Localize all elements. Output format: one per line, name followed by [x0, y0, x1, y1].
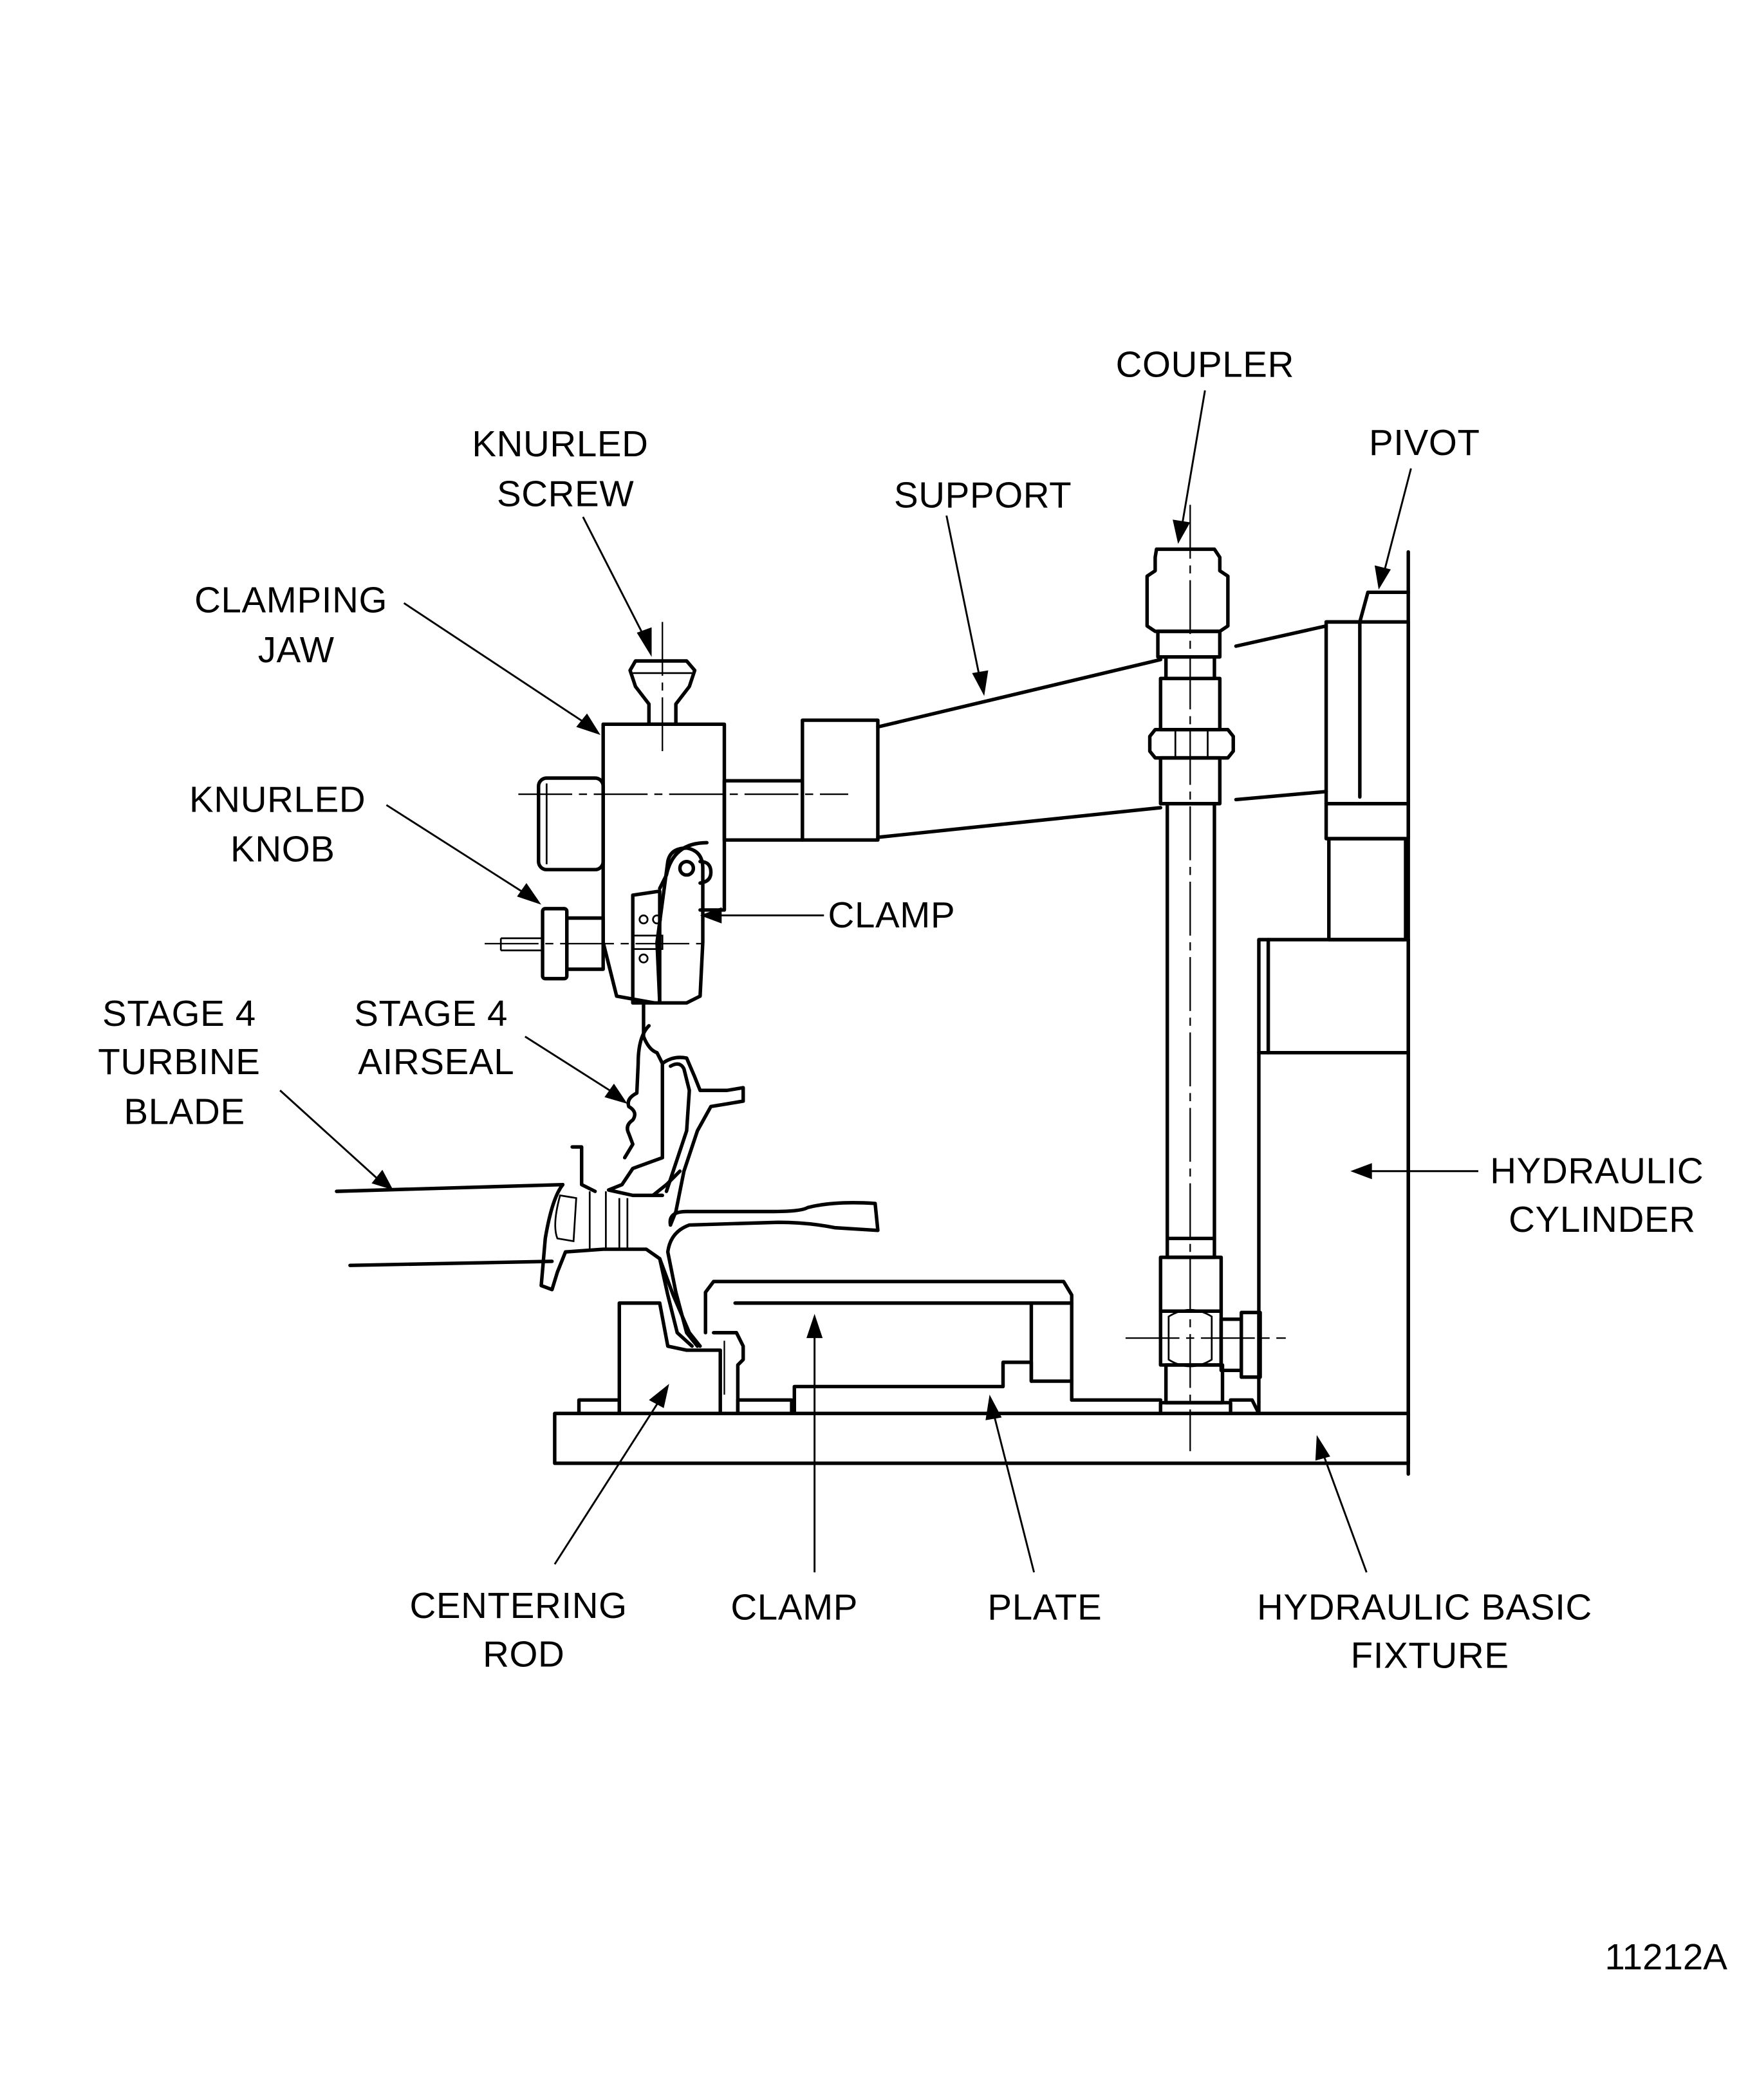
- clamp-lower: [703, 1279, 1074, 1402]
- label-stage4-turbine-blade: STAGE 4 TURBINE BLADE: [98, 993, 271, 1132]
- leader-lines: [279, 390, 1478, 1573]
- leader-coupler: [1181, 390, 1206, 525]
- label-clamping-jaw: CLAMPING JAW: [194, 580, 398, 670]
- label-clamp-lower: CLAMP: [730, 1586, 858, 1627]
- hydraulic-rod: [1158, 802, 1262, 1415]
- clamping-jaw: [537, 722, 804, 1005]
- label-support: SUPPORT: [894, 475, 1072, 516]
- clamp-upper: [631, 846, 713, 1005]
- leader-knurled-screw: [582, 516, 647, 642]
- hydraulic-cylinder: [1257, 938, 1410, 1415]
- labels: KNURLED SCREW CLAMPING JAW KNURLED KNOB …: [98, 344, 1727, 1977]
- label-clamp-upper: CLAMP: [828, 895, 956, 935]
- leader-support: [945, 515, 981, 680]
- leader-airseal: [525, 1036, 615, 1094]
- label-coupler: COUPLER: [1116, 344, 1294, 385]
- label-knurled-screw: KNURLED SCREW: [472, 423, 659, 514]
- leader-knurled-knob: [386, 804, 528, 897]
- label-pivot: PIVOT: [1369, 422, 1480, 463]
- leader-plate: [992, 1413, 1036, 1573]
- leader-clamping-jaw: [403, 602, 588, 725]
- plate: [792, 1361, 1261, 1415]
- leader-turbine-blade: [279, 1090, 382, 1183]
- label-centering-rod: CENTERING ROD: [409, 1585, 638, 1674]
- label-hydraulic-cylinder: HYDRAULIC CYLINDER: [1490, 1151, 1714, 1240]
- label-knurled-knob: KNURLED KNOB: [189, 779, 376, 869]
- stage4-airseal: [606, 1001, 745, 1227]
- centering-rod: [577, 1301, 794, 1415]
- knurled-screw: [628, 622, 697, 754]
- label-hydraulic-basic-fixture: HYDRAULIC BASIC FIXTURE: [1257, 1586, 1603, 1675]
- hydraulic-basic-fixture: [553, 1411, 1410, 1465]
- pivot: [1324, 590, 1410, 942]
- leader-hydraulic-basic-fixture: [1321, 1451, 1368, 1573]
- leader-centering-rod: [553, 1399, 661, 1565]
- leader-pivot: [1383, 468, 1412, 573]
- support: [801, 624, 1328, 842]
- figure-number: 11212A: [1604, 1937, 1727, 1977]
- label-plate: PLATE: [987, 1586, 1102, 1627]
- label-stage4-airseal: STAGE 4 AIRSEAL: [354, 993, 518, 1082]
- stage4-turbine-blade: [335, 1145, 880, 1348]
